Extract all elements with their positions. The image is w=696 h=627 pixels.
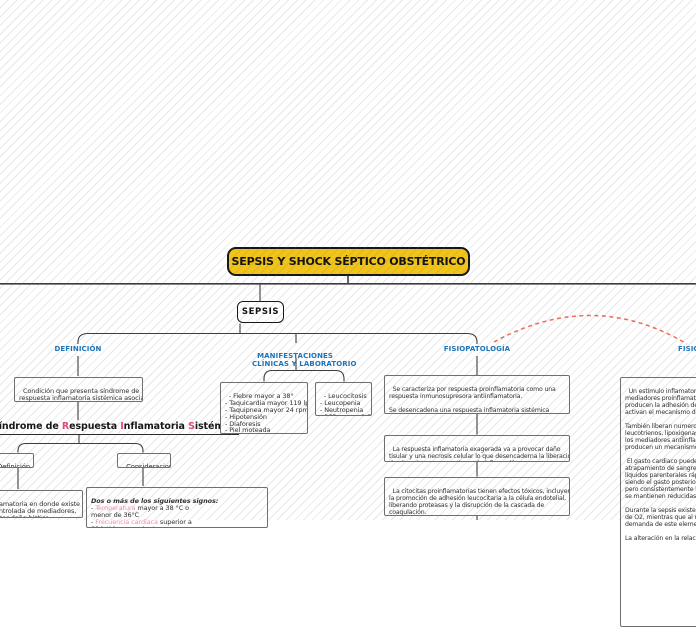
- node-manifestaciones-clinicas[interactable]: - Fiebre mayor a 38° - Taquicardia mayor…: [220, 382, 308, 434]
- laboratorio-text: - Leucocitosis - Leucopenia - Neutropeni…: [320, 392, 371, 416]
- sris-header[interactable]: Síndrome de Respuesta Inflamatoria Sisté…: [0, 421, 239, 435]
- definicion-text: Condición que presenta síndrome de respu…: [19, 387, 142, 402]
- root-node-sepsis[interactable]: SEPSIS: [237, 301, 284, 323]
- fisiopatologia-text-2: La respuesta inflamatoria exagerada va a…: [389, 446, 569, 461]
- node-fisio-right-text[interactable]: Un estímulo inflamatorio de mediadores p…: [620, 377, 696, 627]
- node-fisiopatologia-3[interactable]: La citocitas proinflamatorias tienen efe…: [384, 477, 570, 516]
- dashed-link-arc: [493, 314, 688, 345]
- node-definicion-text[interactable]: Condición que presenta síndrome de respu…: [14, 377, 143, 402]
- branch-label-definicion[interactable]: DEFINICIÓN: [54, 345, 102, 353]
- fisiopatologia-text-1: Se caracteriza por respuesta proinflamat…: [389, 386, 556, 414]
- sris-definicion-text: amatoria en donde existe ontrolada de me…: [0, 500, 80, 518]
- manifestaciones-label-text: MANIFESTACIONES CLÍNICAS Y LABORATORIO: [252, 352, 357, 368]
- fisiopatologia-text-3: La citocitas proinflamatorias tienen efe…: [389, 488, 569, 516]
- fisio-right-text: Un estímulo inflamatorio de mediadores p…: [625, 388, 696, 542]
- clinicas-text: - Fiebre mayor a 38° - Taquicardia mayor…: [225, 391, 308, 434]
- sris-definicion-label: Definición: [0, 463, 31, 468]
- node-fisiopatologia-2[interactable]: La respuesta inflamatoria exagerada va a…: [384, 435, 570, 462]
- connector-lines: [0, 276, 696, 520]
- branch-label-manifestaciones[interactable]: MANIFESTACIONES CLÍNICAS Y LABORATORIO: [252, 344, 357, 368]
- node-fisiopatologia-1[interactable]: Se caracteriza por respuesta proinflamat…: [384, 375, 570, 414]
- branch-label-fisiopatologia[interactable]: FISIOPATOLOGÍA: [443, 345, 511, 353]
- central-topic-label: SEPSIS Y SHOCK SÉPTICO OBSTÉTRICO: [231, 255, 466, 268]
- node-sris-definicion-text[interactable]: amatoria en donde existe ontrolada de me…: [0, 490, 83, 518]
- node-sris-definicion[interactable]: Definición: [0, 453, 34, 468]
- central-topic-node[interactable]: SEPSIS Y SHOCK SÉPTICO OBSTÉTRICO: [227, 247, 470, 276]
- root-node-label: SEPSIS: [241, 307, 280, 317]
- sris-consideraciones-text: Dos o más de los siguientes signos: - Te…: [91, 497, 219, 528]
- sris-header-text: Síndrome de Respuesta Inflamatoria Sisté…: [0, 421, 240, 432]
- node-sris-consideraciones[interactable]: Consideraciones: [117, 453, 171, 468]
- node-sris-consideraciones-text[interactable]: Dos o más de los siguientes signos: - Te…: [86, 487, 268, 528]
- branch-label-fisio-right[interactable]: FISIO: [678, 345, 696, 353]
- node-manifestaciones-laboratorio[interactable]: - Leucocitosis - Leucopenia - Neutropeni…: [315, 382, 372, 416]
- sris-consideraciones-label: Consideraciones: [126, 463, 170, 468]
